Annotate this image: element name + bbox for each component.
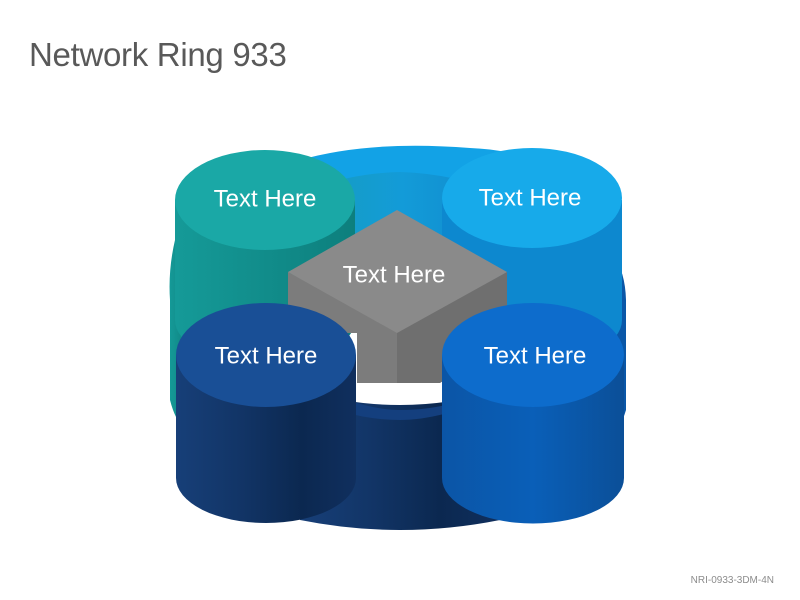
cube-top [288,210,507,333]
node-label-bottom-left: Text Here [215,342,318,369]
cylinder-top-bottom-right [442,303,624,407]
node-label-bottom-right: Text Here [484,342,587,369]
footer-code: NRI-0933-3DM-4N [690,575,774,586]
cylinder-top-bottom-left [176,303,356,407]
node-label-top-right: Text Here [479,184,582,211]
slide-title: Network Ring 933 [29,36,287,73]
node-label-center: Text Here [343,261,446,288]
node-label-top-left: Text Here [214,185,317,212]
cylinder-top-top-left [175,150,355,250]
cube-front-left [288,272,397,383]
node-bottom-left: Text Here [176,303,356,523]
node-bottom-right: Text Here [442,303,624,524]
cylinder-top-top-right [442,148,622,248]
